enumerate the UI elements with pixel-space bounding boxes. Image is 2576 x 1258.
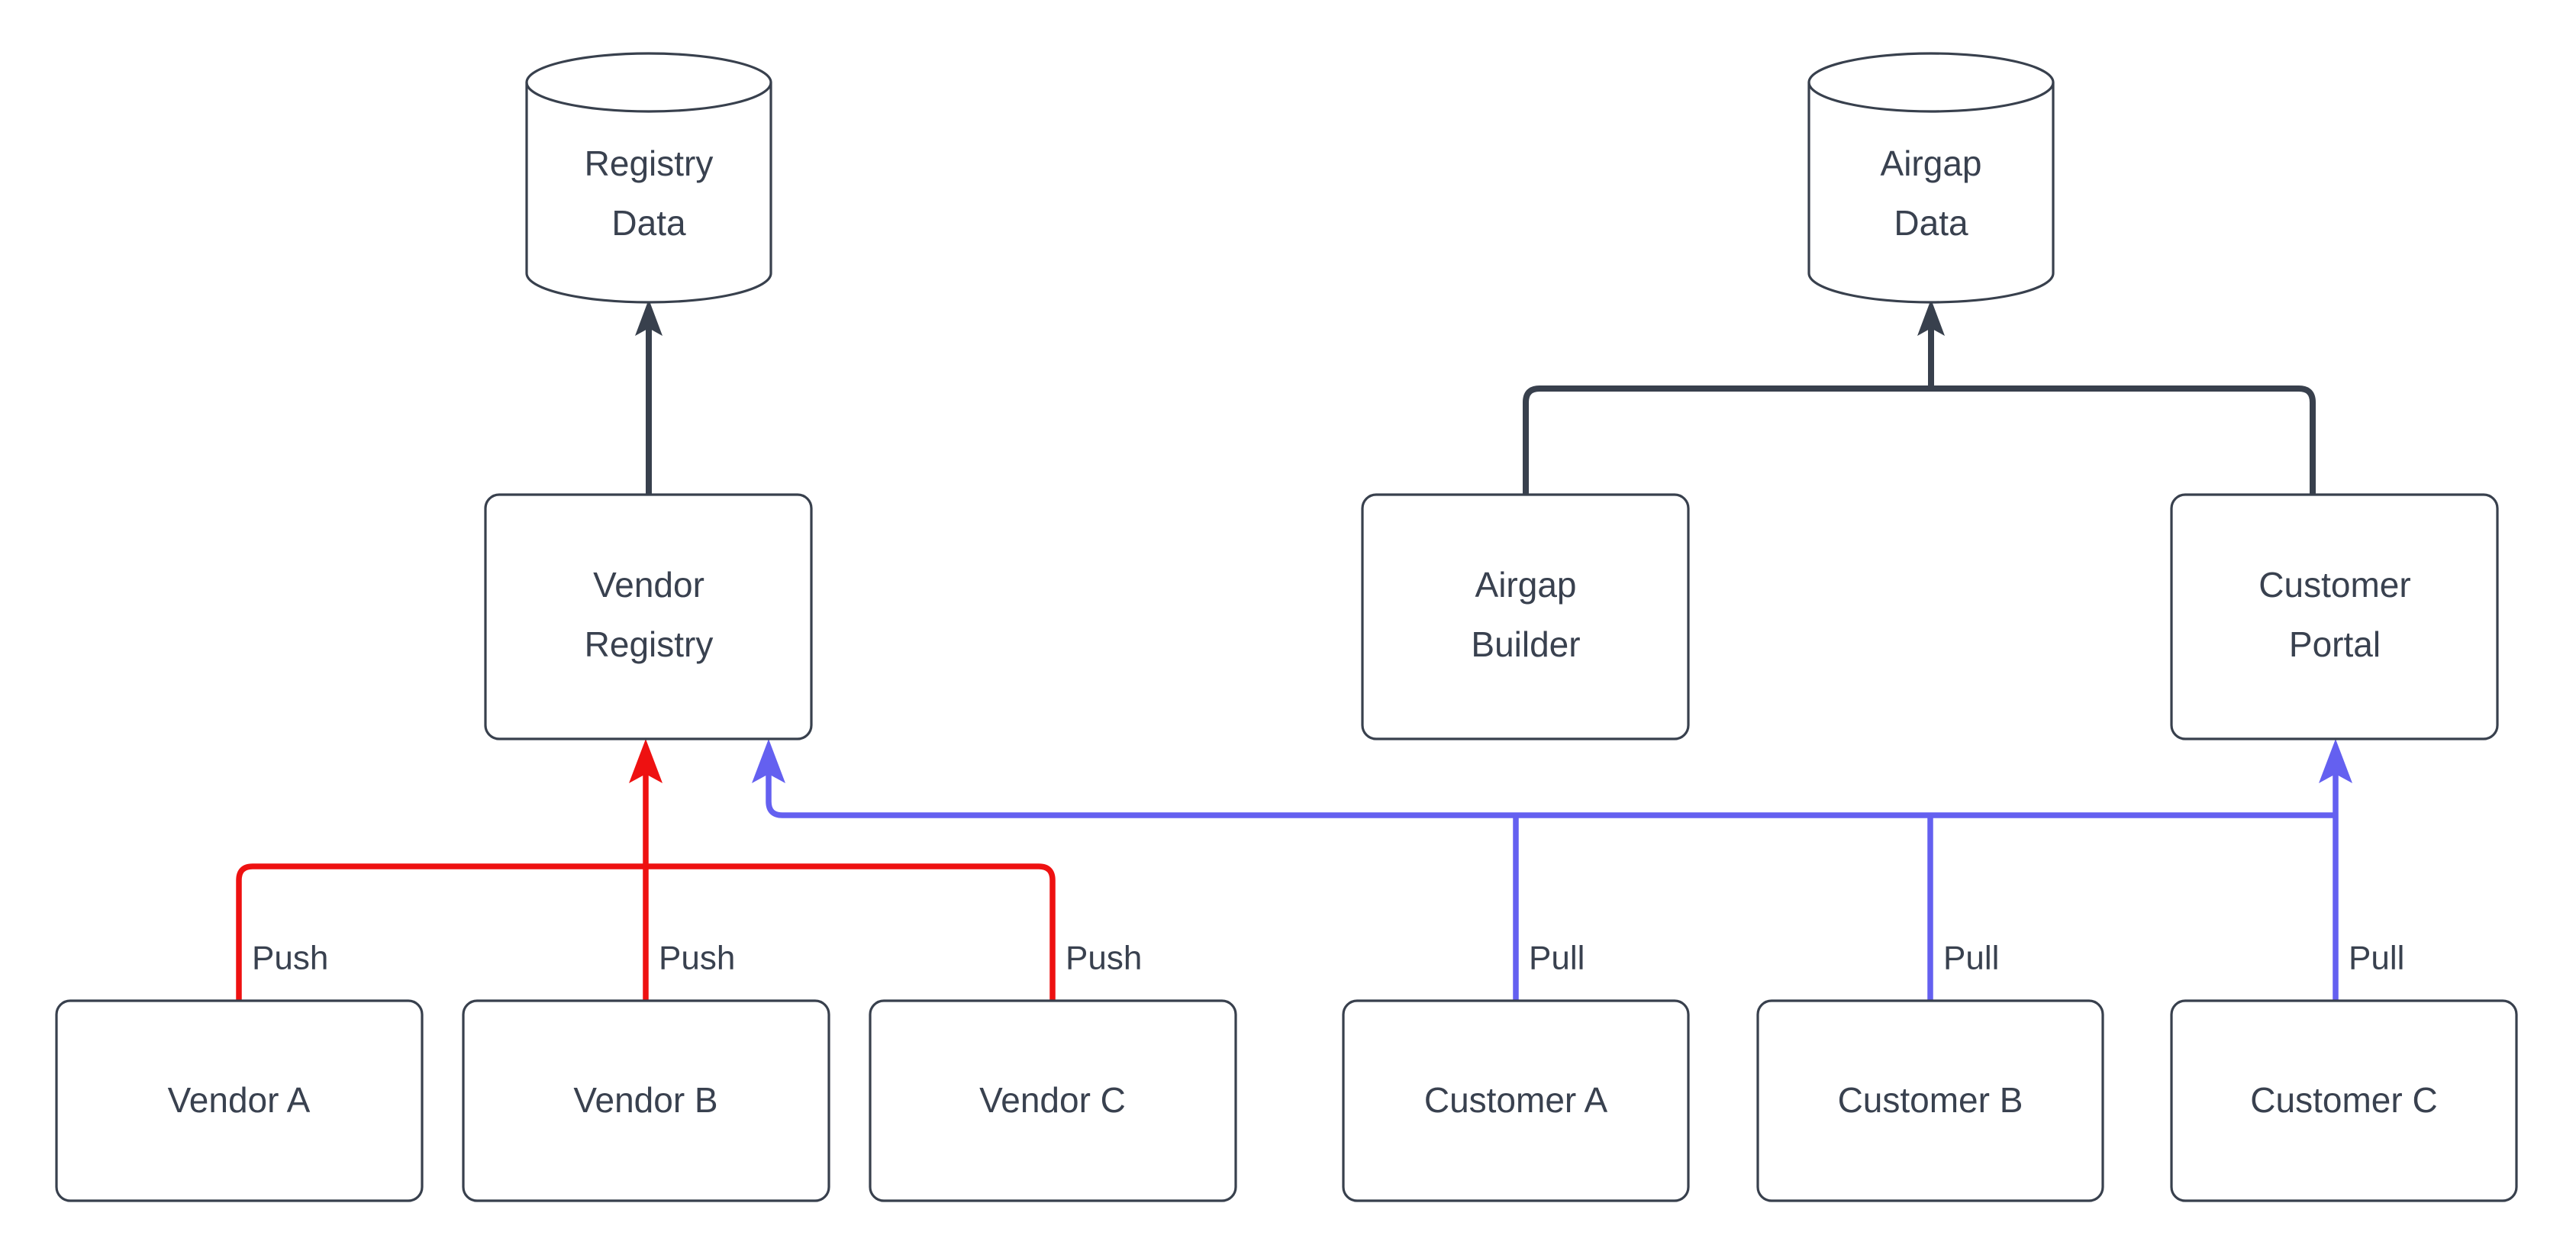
node-customer-b-label: Customer B: [1838, 1080, 2023, 1120]
node-vendor-c-label: Vendor C: [979, 1080, 1126, 1120]
edge-label-pull-customer-c: Pull: [2349, 940, 2404, 977]
node-customer-a-label: Customer A: [1424, 1080, 1608, 1120]
edge-vendor-registry-to-registry-data: [635, 299, 663, 495]
node-vendor-b-label: Vendor B: [573, 1080, 717, 1120]
node-vendor-registry-line1: Vendor: [593, 565, 704, 605]
node-customer-c[interactable]: Customer C: [2170, 999, 2518, 1202]
node-airgap-builder[interactable]: Airgap Builder: [1361, 493, 1690, 740]
node-customer-portal-line2: Portal: [2289, 624, 2381, 664]
node-vendor-registry[interactable]: Vendor Registry: [484, 493, 813, 740]
edge-label-push-vendor-c: Push: [1066, 940, 1142, 977]
node-airgap-builder-line2: Builder: [1471, 624, 1580, 664]
edge-pull-tree: [752, 739, 2352, 1001]
node-customer-portal[interactable]: Customer Portal: [2170, 493, 2499, 740]
edge-push-tree: [236, 739, 1056, 1001]
node-vendor-a[interactable]: Vendor A: [55, 999, 424, 1202]
datastore-airgap-data-line1: Airgap: [1881, 144, 1982, 183]
node-vendor-a-label: Vendor A: [168, 1080, 311, 1120]
node-customer-a[interactable]: Customer A: [1342, 999, 1690, 1202]
node-vendor-c[interactable]: Vendor C: [869, 999, 1237, 1202]
datastore-registry-data-line1: Registry: [585, 144, 714, 183]
node-customer-c-label: Customer C: [2250, 1080, 2437, 1120]
datastore-registry-data[interactable]: Registry Data: [525, 52, 772, 304]
node-vendor-b[interactable]: Vendor B: [462, 999, 830, 1202]
node-vendor-registry-line2: Registry: [585, 624, 714, 664]
edge-label-pull-customer-a: Pull: [1529, 940, 1585, 977]
edge-label-push-vendor-b: Push: [659, 940, 735, 977]
datastore-airgap-data[interactable]: Airgap Data: [1807, 52, 2055, 304]
edge-label-pull-customer-b: Pull: [1943, 940, 1999, 977]
datastore-registry-data-line2: Data: [611, 203, 686, 243]
node-customer-b[interactable]: Customer B: [1756, 999, 2104, 1202]
edge-label-push-vendor-a: Push: [252, 940, 328, 977]
edge-airgap-tree: [1523, 299, 2316, 495]
node-airgap-builder-line1: Airgap: [1475, 565, 1577, 605]
datastore-airgap-data-line2: Data: [1894, 203, 1968, 243]
node-customer-portal-line1: Customer: [2258, 565, 2410, 605]
